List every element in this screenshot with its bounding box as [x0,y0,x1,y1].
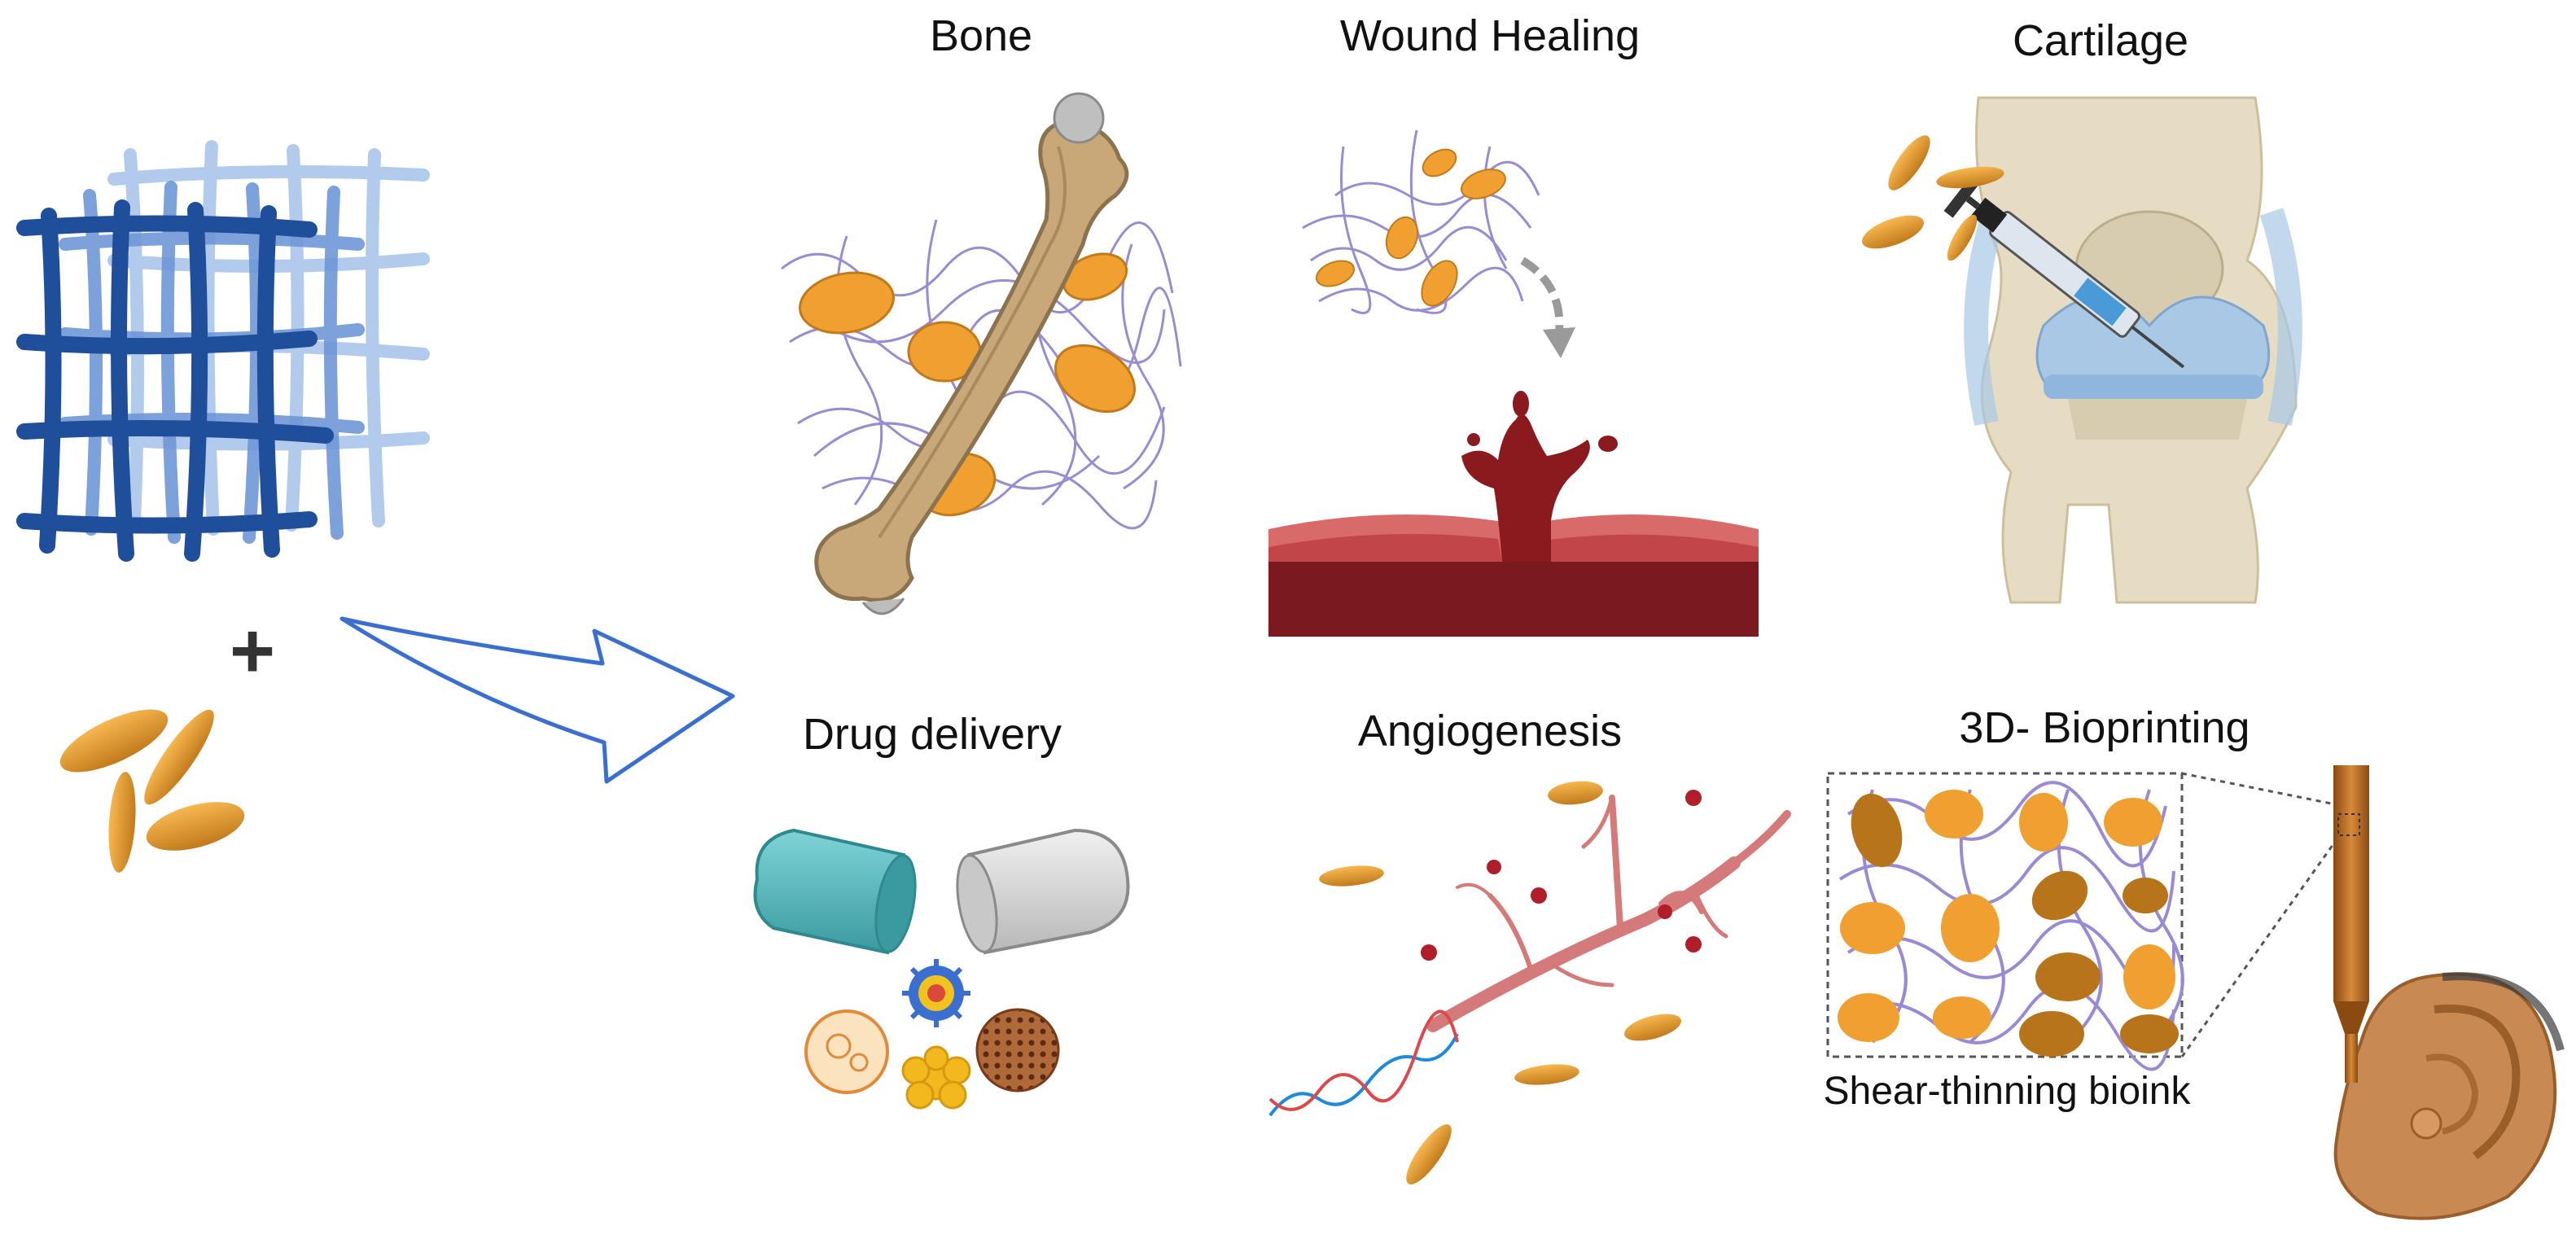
panel-title-cartilage: Cartilage [2013,16,2188,65]
wound-platelets [1315,148,1506,307]
angio-platelets [1319,781,1681,1185]
capsule-icon [753,828,1130,955]
angio-particles [1421,790,1702,961]
plus-sign: + [230,607,275,694]
curved-arrow-head [1543,327,1575,358]
zoom-line-bottom [2180,830,2345,1058]
panel-title-bioprinting: 3D- Bioprinting [1959,703,2250,752]
dna-strand-icon [1268,1009,1459,1117]
panel-title-angiogenesis: Angiogenesis [1358,707,1622,755]
wound-network [1302,129,1540,314]
polymer-mesh-icon [16,140,430,562]
bioink-caption: Shear-thinning bioink [1824,1070,2192,1113]
extrusion-nozzle-icon [2333,765,2369,1083]
nanoplatelet-icon [59,709,245,873]
process-arrow-icon [340,616,735,784]
panel-title-drug-delivery: Drug delivery [803,710,1062,759]
zoom-line-top [2181,772,2344,808]
bioink-platelets [1838,790,2179,1057]
cartilage-platelets [1862,135,2004,261]
nanoparticle-icon [804,959,1060,1110]
panel-title-wound-healing: Wound Healing [1340,11,1640,60]
ear-icon [2333,972,2565,1220]
knee-joint-icon [1964,96,2302,604]
blood-vessel-icon [1426,795,1791,1032]
curved-arrow-icon [1520,256,1564,335]
blood-wound-icon [1268,391,1759,637]
panel-title-bone: Bone [930,11,1032,60]
femur-bone-icon [814,92,1129,615]
